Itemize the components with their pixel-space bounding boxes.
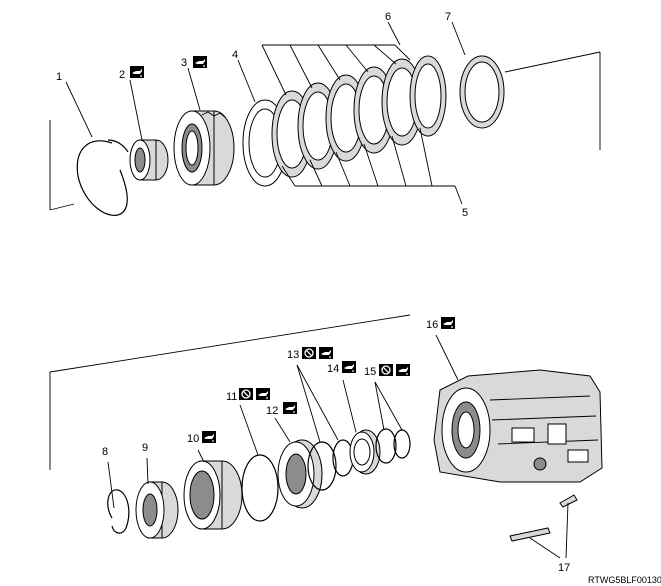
part-14-retainer: [342, 379, 381, 475]
callout-17: 17: [558, 562, 570, 574]
part-11-o-ring: [239, 404, 279, 522]
callout-13-oil-can-icon: [319, 347, 333, 359]
part-2-bearing: [129, 79, 169, 181]
part-17-clips: [509, 494, 578, 559]
callout-4: 4: [232, 49, 238, 61]
callout-13-no-reuse-icon: [301, 346, 317, 360]
callout-14: 14: [327, 363, 339, 375]
callout-7: 7: [445, 11, 451, 23]
callout-15: 15: [364, 366, 376, 378]
callout-2-oil-can-icon: [130, 66, 144, 78]
part-12-piston: [274, 417, 323, 509]
callout-11-oil-can-icon: [256, 388, 270, 400]
callout-1: 1: [56, 71, 62, 83]
part-7-backing-plate: [451, 21, 505, 129]
upper-assembly-outline: [49, 51, 601, 211]
part-13-seal-rings: [296, 364, 354, 491]
callout-12: 12: [266, 405, 278, 417]
callout-15-oil-can-icon: [396, 364, 410, 376]
callout-11: 11: [226, 391, 237, 403]
callout-2: 2: [119, 69, 125, 81]
callout-10-oil-can-icon: [202, 431, 216, 443]
callout-13: 13: [287, 349, 299, 361]
callout-3: 3: [181, 57, 187, 69]
diagram-code: RTWG5BLF001301: [588, 575, 661, 585]
callout-16-oil-can-icon: [441, 317, 455, 329]
callout-9: 9: [142, 442, 148, 454]
callout-14-oil-can-icon: [342, 361, 356, 373]
callout-11-no-reuse-icon: [238, 387, 254, 401]
part-8-snap-ring: [107, 461, 130, 534]
callout-8: 8: [102, 446, 108, 458]
callout-12-oil-can-icon: [283, 402, 297, 414]
part-1-snap-ring: [65, 81, 129, 216]
callout-3-oil-can-icon: [193, 56, 207, 68]
part-16-transmission-case: [433, 334, 603, 483]
leader-lines-4-5-6: [237, 21, 463, 205]
callout-15-no-reuse-icon: [378, 363, 394, 377]
part-15-seal-rings: [374, 381, 411, 464]
callout-6: 6: [385, 11, 391, 23]
callout-5: 5: [462, 207, 468, 219]
callout-10: 10: [187, 433, 199, 445]
part-9-hub: [135, 457, 179, 539]
callout-16: 16: [426, 319, 438, 331]
clutch-plate-stack: [242, 55, 447, 187]
lower-assembly-outline: [49, 314, 411, 470]
part-10-drum: [183, 449, 243, 530]
part-3-clutch-hub: [173, 67, 235, 186]
